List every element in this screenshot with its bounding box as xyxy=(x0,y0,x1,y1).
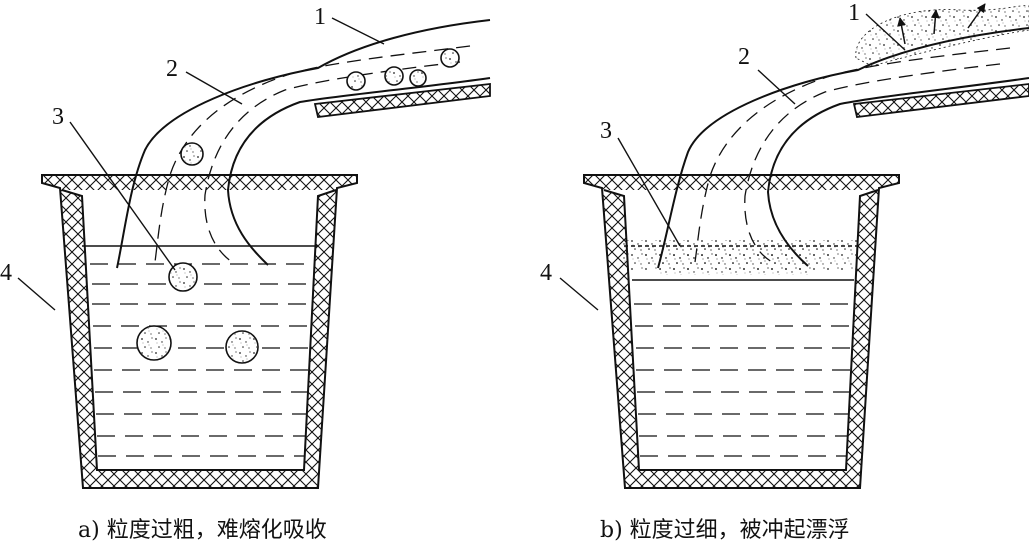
molten-liquid xyxy=(82,245,318,457)
coarse-particles xyxy=(136,48,460,364)
metal-stream xyxy=(657,27,1029,275)
label-2: 2 xyxy=(166,56,178,82)
label-2: 2 xyxy=(738,44,750,70)
metal-stream xyxy=(116,19,491,269)
leader-lines xyxy=(17,17,385,311)
leader-lines xyxy=(559,13,906,311)
launder-trough xyxy=(852,83,1029,118)
label-4: 4 xyxy=(0,260,12,286)
panel-b-fine-particles: 1 2 3 4 b) 粒度过细，被冲起漂浮 xyxy=(540,0,1029,543)
crucible xyxy=(583,174,900,489)
label-3: 3 xyxy=(52,104,64,130)
caption-a: a) 粒度过粗，难熔化吸收 xyxy=(78,518,327,543)
label-1: 1 xyxy=(848,0,860,26)
launder-trough xyxy=(313,82,491,118)
panel-a-coarse-particles: 1 2 3 4 a) 粒度过粗，难熔化吸收 xyxy=(0,4,491,543)
crucible xyxy=(41,174,358,489)
molten-liquid xyxy=(624,245,860,457)
label-3: 3 xyxy=(600,118,612,144)
powder-cloud xyxy=(855,5,1029,67)
label-1: 1 xyxy=(314,4,326,30)
label-4: 4 xyxy=(540,260,552,286)
upward-arrows xyxy=(897,3,986,45)
caption-b: b) 粒度过细，被冲起漂浮 xyxy=(600,518,850,543)
